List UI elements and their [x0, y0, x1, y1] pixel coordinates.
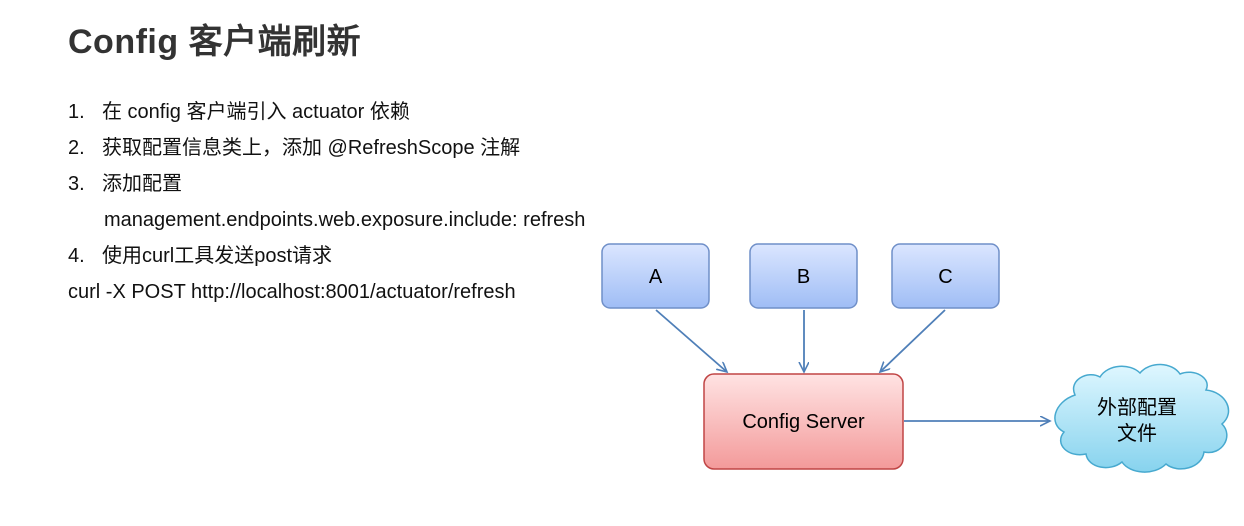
step-number: 3. — [68, 173, 85, 195]
arrow-a-to-server — [655, 309, 727, 372]
step-2: 2. 获取配置信息类上，添加 @RefreshScope 注解 — [68, 130, 585, 166]
client-node-c: C — [891, 243, 1000, 309]
step-text: 使用curl工具发送post请求 — [102, 245, 333, 267]
config-server-node: Config Server — [703, 373, 904, 470]
external-config-cloud: 外部配置 文件 — [1054, 363, 1230, 473]
arrow-c-to-server — [880, 309, 946, 372]
config-property: management.endpoints.web.exposure.includ… — [104, 209, 586, 231]
client-node-b: B — [749, 243, 858, 309]
client-label: A — [649, 266, 663, 288]
server-label: Config Server — [742, 411, 865, 433]
step-number: 4. — [68, 245, 85, 267]
client-label: C — [938, 266, 952, 288]
step-text: 在 config 客户端引入 actuator 依赖 — [102, 101, 410, 123]
step-3: 3. 添加配置 — [68, 166, 585, 202]
client-label: B — [797, 266, 810, 288]
step-1: 1. 在 config 客户端引入 actuator 依赖 — [68, 94, 585, 130]
step-text: 添加配置 — [102, 173, 182, 195]
step-number: 2. — [68, 137, 85, 159]
step-number: 1. — [68, 101, 85, 123]
step-4: 4. 使用curl工具发送post请求 — [68, 238, 585, 274]
external-config-label-line2: 文件 — [1117, 422, 1157, 445]
curl-command: curl -X POST http://localhost:8001/actua… — [68, 281, 516, 303]
steps-list: 1. 在 config 客户端引入 actuator 依赖 2. 获取配置信息类上，… — [68, 94, 585, 310]
client-node-a: A — [601, 243, 710, 309]
step-text: 获取配置信息类上，添加 @RefreshScope 注解 — [102, 137, 521, 159]
external-config-label-line1: 外部配置 — [1097, 396, 1177, 419]
page-title: Config 客户端刷新 — [68, 23, 362, 61]
